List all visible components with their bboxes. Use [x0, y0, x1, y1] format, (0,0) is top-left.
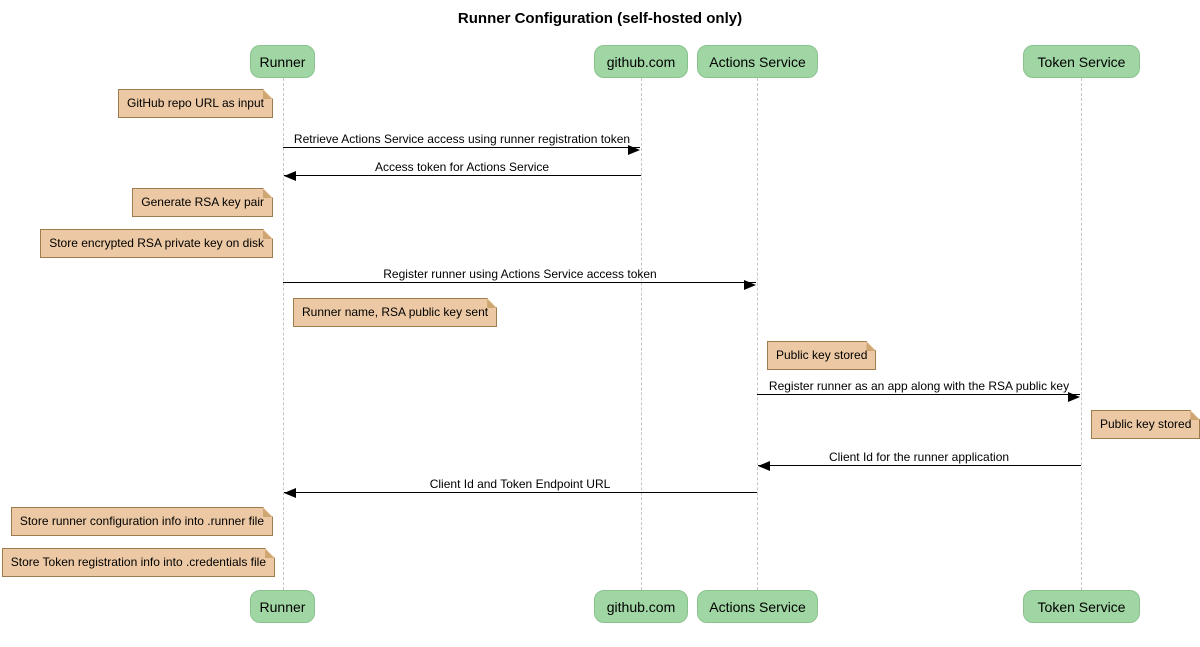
participant-github-top: github.com [594, 45, 688, 78]
message-6-line [284, 492, 757, 494]
lifeline-runner [283, 78, 284, 590]
message-2-line [284, 175, 641, 177]
message-2-label: Access token for Actions Service [374, 160, 550, 174]
participant-actions-service-top: Actions Service [697, 45, 818, 78]
participant-actions-service-bottom: Actions Service [697, 590, 818, 623]
message-3-arrowhead-icon [744, 280, 756, 290]
note-public-key-stored-token: Public key stored [1091, 410, 1200, 439]
participant-github-bottom: github.com [594, 590, 688, 623]
participant-runner-bottom: Runner [250, 590, 315, 623]
message-5-line [758, 465, 1081, 467]
message-5-label: Client Id for the runner application [828, 450, 1010, 464]
message-4-line [757, 394, 1080, 396]
note-store-credentials-file: Store Token registration info into .cred… [1, 548, 275, 577]
note-public-key-stored-actions: Public key stored [767, 341, 877, 370]
note-github-repo-url: GitHub repo URL as input [118, 89, 273, 118]
message-4-label: Register runner as an app along with the… [768, 379, 1070, 393]
diagram-title: Runner Configuration (self-hosted only) [457, 10, 743, 27]
message-3-line [283, 282, 756, 284]
message-6-label: Client Id and Token Endpoint URL [429, 477, 611, 491]
message-3-label: Register runner using Actions Service ac… [383, 267, 657, 281]
note-store-runner-file: Store runner configuration info into .ru… [10, 507, 273, 536]
participant-runner-top: Runner [250, 45, 315, 78]
note-generate-rsa-key-pair: Generate RSA key pair [132, 188, 273, 217]
participant-token-service-bottom: Token Service [1023, 590, 1140, 623]
note-store-private-key: Store encrypted RSA private key on disk [40, 229, 273, 258]
message-2-arrowhead-icon [284, 171, 296, 181]
participant-token-service-top: Token Service [1023, 45, 1140, 78]
note-runner-name-public-key: Runner name, RSA public key sent [293, 298, 498, 327]
message-1-label: Retrieve Actions Service access using ru… [293, 132, 631, 146]
lifeline-actions-service [757, 78, 758, 590]
lifeline-token-service [1081, 78, 1082, 590]
message-6-arrowhead-icon [284, 488, 296, 498]
message-1-line [283, 147, 640, 149]
message-4-arrowhead-icon [1068, 392, 1080, 402]
lifeline-github [641, 78, 642, 590]
message-5-arrowhead-icon [758, 461, 770, 471]
message-1-arrowhead-icon [628, 145, 640, 155]
